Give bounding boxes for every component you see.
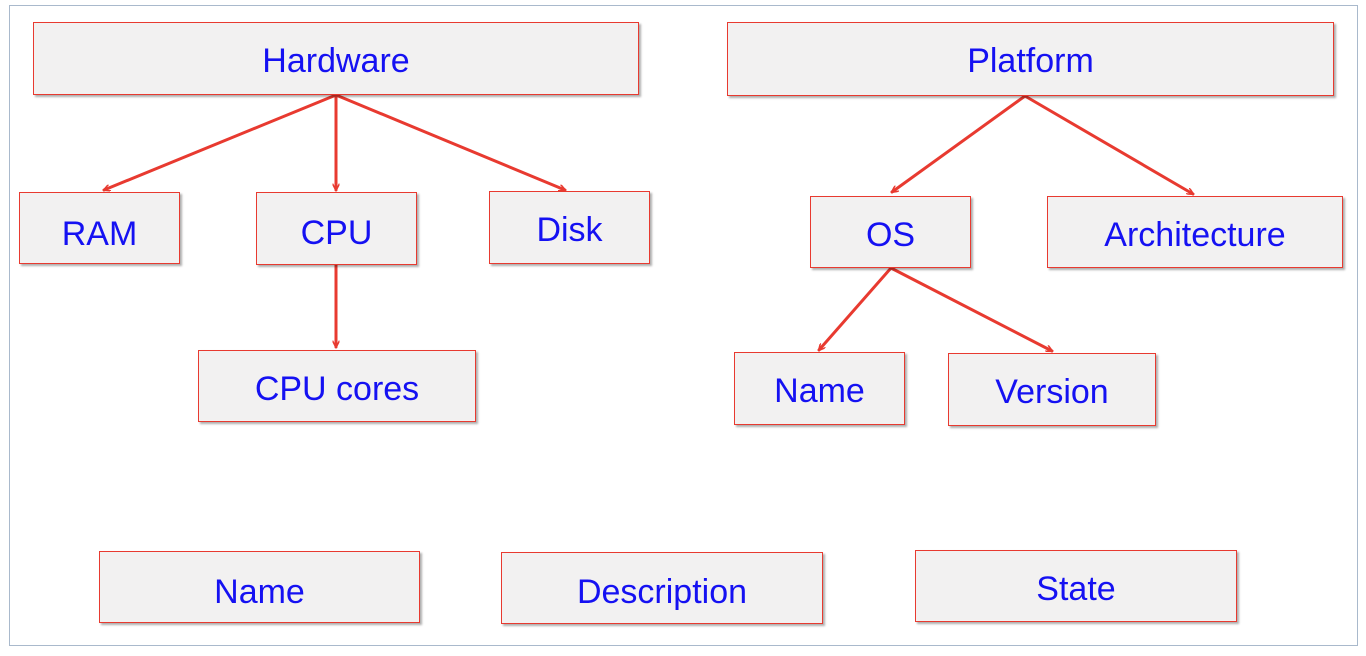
description-node: Description: [501, 552, 823, 624]
platform-node: Platform: [727, 22, 1334, 96]
architecture-node: Architecture: [1047, 196, 1343, 268]
os-name-node: Name: [734, 352, 905, 425]
name-node: Name: [99, 551, 420, 623]
cpu-cores-node: CPU cores: [198, 350, 476, 422]
ram-node: RAM: [19, 192, 180, 264]
cpu-node: CPU: [256, 192, 417, 265]
os-version-node: Version: [948, 353, 1156, 426]
hardware-node: Hardware: [33, 22, 639, 95]
disk-node: Disk: [489, 191, 650, 264]
os-node: OS: [810, 196, 971, 268]
state-node: State: [915, 550, 1237, 622]
